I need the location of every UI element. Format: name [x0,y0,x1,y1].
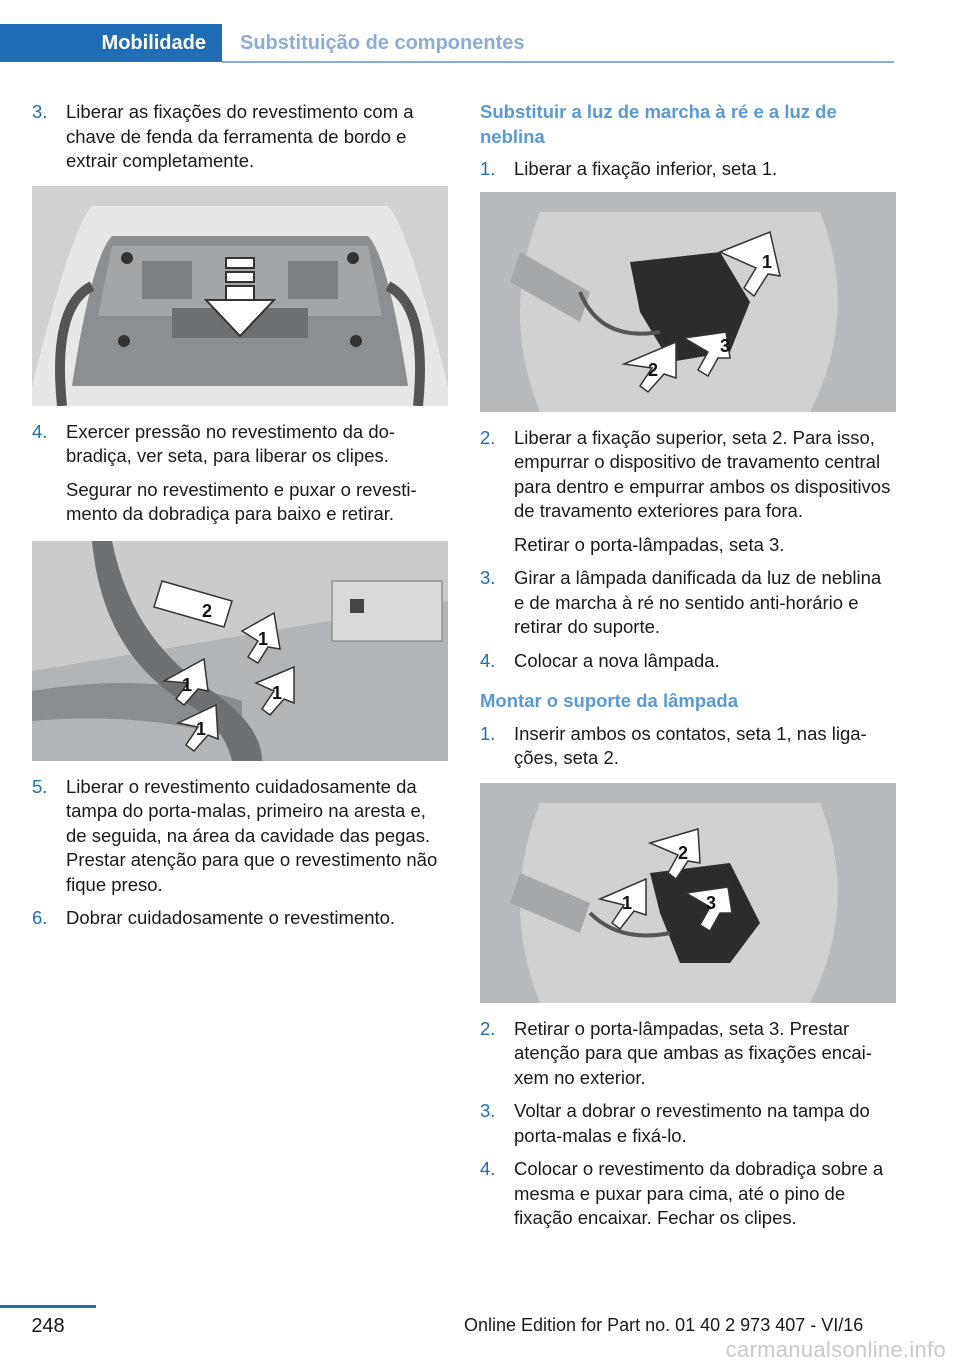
step-text: Colocar o revestimento da dobradiça sobr… [514,1158,884,1228]
step-number: 1. [480,158,496,179]
step-number: 1. [480,722,496,744]
figure-callout: 1 [182,675,192,695]
step-number: 4. [32,420,48,442]
step-5: 5. Liberar o revestimento cuidadosamente… [32,775,448,898]
figure-callout: 1 [272,683,282,703]
step-text: Exercer pressão no revestimento da do­br… [66,420,396,467]
step-text: Voltar a dobrar o revestimento na tampa … [514,1100,870,1146]
step-3: 3. Girar a lâmpada danificada da luz de … [480,566,896,640]
chapter-tab: Substituição de componentes [240,31,525,54]
figure-callout: 2 [202,601,212,621]
step-number: 3. [480,567,496,588]
step-number: 4. [480,649,496,671]
step-text: Dobrar cuidadosamente o revestimento. [66,907,396,928]
step-6: 6. Dobrar cuidadosamente o revestimento. [32,906,448,931]
step-text: Inserir ambos os contatos, seta 1, nas l… [514,722,867,769]
figure-callout: 1 [196,719,206,739]
step-number: 6. [32,907,48,928]
step-text: Liberar a fixação inferior, seta 1. [514,158,778,179]
footer-divider [0,1305,96,1308]
step-number: 4. [480,1158,496,1179]
step-text-continued: Retirar o porta-lâmpadas, seta 3. [514,533,785,555]
step-1: 1. Liberar a fixação inferior, seta 1. [480,157,896,182]
step-2: 2. Retirar o porta-lâmpadas, seta 3. Pre… [480,1017,896,1091]
left-column: 3. Liberar as fixações do revestimento c… [32,100,448,940]
section-tab: Mobilidade [0,24,222,62]
step-number: 5. [32,775,48,797]
step-number: 2. [480,426,496,448]
watermark: carmanualsonline.info [725,1337,946,1362]
section-heading: Substituir a luz de marcha à ré e a luz … [480,101,837,147]
step-4: 4. Colocar a nova lâmpada. [480,649,896,674]
edition-info: Online Edition for Part no. 01 40 2 973 … [464,1315,864,1335]
step-text: Colocar a nova lâmpada. [514,649,720,671]
step-text: Retirar o porta-lâmpadas, seta 3. Presta… [514,1017,872,1088]
figure-callout: 1 [762,252,772,272]
lamp-mount-figure: 2 1 3 [480,782,896,1003]
step-text: Liberar as fixações do revestimento com … [66,101,414,171]
step-4: 4. Colocar o revestimento da dobradiça s… [480,1157,896,1231]
header-divider [222,61,894,63]
step-1: 1. Inserir ambos os contatos, seta 1, na… [480,722,896,771]
step-2: 2. Liberar a fixação superior, seta 2. P… [480,426,896,558]
trunk-lid-figure [32,185,448,406]
page-header: Mobilidade Substituição de componentes [0,0,960,64]
step-text: Liberar a fixação superior, seta 2. Para… [514,426,891,522]
lamp-release-figure: 1 2 3 [480,191,896,412]
step-4: 4. Exercer pressão no revestimento da do… [32,420,448,527]
step-3: 3. Liberar as fixações do revestimento c… [32,100,448,174]
section-heading: Montar o suporte da lâmpada [480,690,739,711]
step-number: 3. [480,1100,496,1121]
figure-callout: 1 [258,629,268,649]
right-column: Substituir a luz de marcha à ré e a luz … [480,100,896,1240]
hinge-cover-figure: 2 1 1 1 1 [32,540,448,761]
figure-callout: 3 [706,893,716,913]
figure-callout: 1 [622,893,632,913]
figure-callout: 2 [648,360,658,380]
step-number: 3. [32,101,48,122]
step-text: Liberar o revestimento cuidadosamente da… [66,775,438,895]
step-3: 3. Voltar a dobrar o revestimento na tam… [480,1099,896,1148]
page-number: 248 [31,1315,65,1337]
step-text: Girar a lâmpada danificada da luz de ne­… [514,567,882,637]
figure-callout: 2 [678,843,688,863]
step-number: 2. [480,1017,496,1039]
step-text-continued: Segurar no revestimento e puxar o revest… [66,478,417,525]
figure-callout: 3 [720,336,730,356]
